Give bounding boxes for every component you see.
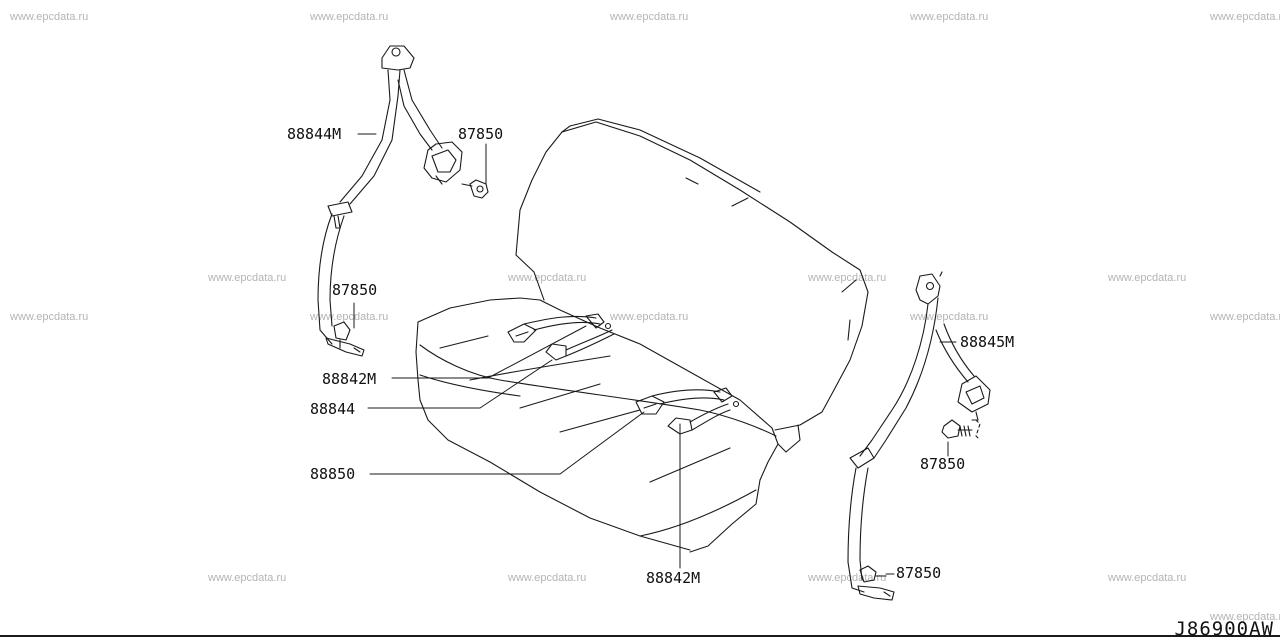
part-label-87850-right-lower: 87850 bbox=[896, 564, 942, 582]
center-buckle-assembly bbox=[507, 313, 740, 435]
seat-cushion-outline bbox=[415, 297, 801, 553]
watermark: www.epcdata.ru bbox=[1108, 572, 1187, 584]
diagram-code: J86900AW bbox=[1174, 618, 1274, 640]
part-label-88842m-b: 88842M bbox=[646, 569, 701, 587]
watermark: www.epcdata.ru bbox=[10, 11, 89, 23]
watermark: www.epcdata.ru bbox=[508, 272, 587, 284]
watermark: www.epcdata.ru bbox=[808, 272, 887, 284]
watermark: www.epcdata.ru bbox=[310, 311, 389, 323]
watermark: www.epcdata.ru bbox=[310, 11, 389, 23]
bolt-left-lower-icon bbox=[333, 321, 351, 349]
part-label-87850-upper: 87850 bbox=[458, 125, 504, 143]
part-label-88844m-left: 88844M bbox=[287, 125, 342, 143]
part-label-88845m: 88845M bbox=[960, 333, 1015, 351]
seat-back-outline bbox=[515, 118, 869, 431]
watermark: www.epcdata.ru bbox=[1108, 272, 1187, 284]
left-shoulder-belt bbox=[317, 45, 463, 357]
leader-lines bbox=[353, 133, 957, 575]
watermark: www.epcdata.ru bbox=[1210, 11, 1280, 23]
watermark: www.epcdata.ru bbox=[910, 311, 989, 323]
watermark: www.epcdata.ru bbox=[10, 311, 89, 323]
part-label-87850-left: 87850 bbox=[332, 281, 378, 299]
watermark: www.epcdata.ru bbox=[208, 272, 287, 284]
watermark: www.epcdata.ru bbox=[610, 11, 689, 23]
bolt-left-upper-icon bbox=[461, 179, 489, 199]
part-label-87850-right-upper: 87850 bbox=[920, 455, 966, 473]
watermark: www.epcdata.ru bbox=[508, 572, 587, 584]
bolt-right-lower-icon bbox=[859, 565, 887, 583]
part-label-88842m-a: 88842M bbox=[322, 370, 377, 388]
right-shoulder-belt bbox=[847, 271, 991, 601]
bolt-right-upper-icon bbox=[941, 419, 981, 441]
watermark: www.epcdata.ru bbox=[610, 311, 689, 323]
watermark: www.epcdata.ru bbox=[208, 572, 287, 584]
watermark: www.epcdata.ru bbox=[910, 11, 989, 23]
watermark: www.epcdata.ru bbox=[1210, 311, 1280, 323]
watermark: www.epcdata.ru bbox=[1210, 611, 1280, 623]
part-label-88850: 88850 bbox=[310, 465, 356, 483]
part-label-88844: 88844 bbox=[310, 400, 356, 418]
